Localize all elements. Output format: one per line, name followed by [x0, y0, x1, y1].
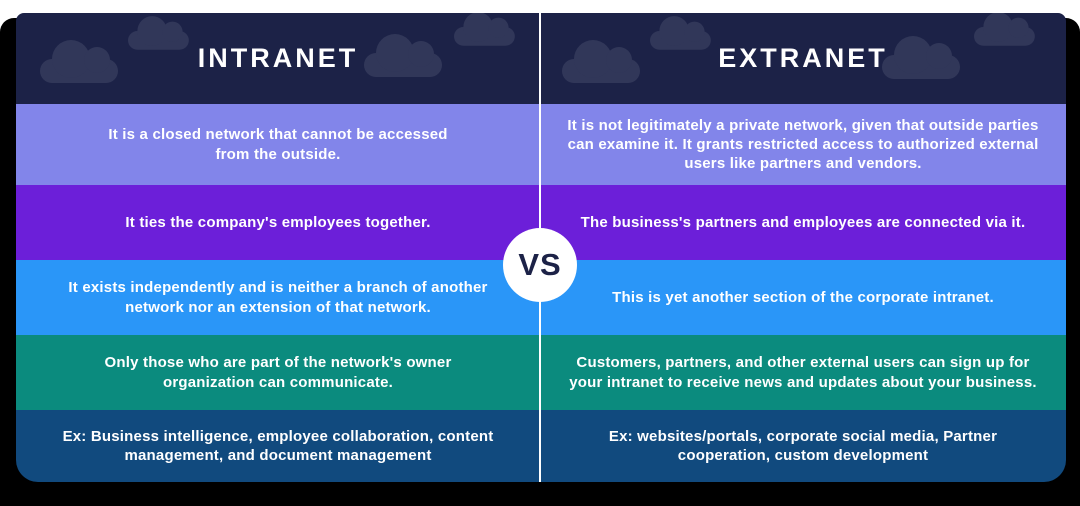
extranet-point: Customers, partners, and other external …: [569, 354, 1037, 391]
extranet-header-cell: EXTRANET: [540, 13, 1066, 104]
intranet-cell: Ex: Business intelligence, employee coll…: [16, 410, 540, 482]
comparison-row-closed-network: It is a closed network that cannot be ac…: [16, 104, 1066, 185]
comparison-row-connectivity: It ties the company's employees together…: [16, 185, 1066, 260]
intranet-cell: It exists independently and is neither a…: [16, 260, 540, 335]
extranet-cell: The business's partners and employees ar…: [540, 185, 1066, 260]
intranet-point: Only those who are part of the network's…: [104, 354, 452, 391]
intranet-point: It ties the company's employees together…: [125, 213, 431, 231]
extranet-cell: Ex: websites/portals, corporate social m…: [540, 410, 1066, 482]
extranet-point: This is yet another section of the corpo…: [612, 288, 994, 306]
intranet-cell: It ties the company's employees together…: [16, 185, 540, 260]
cloud-icon: [40, 40, 118, 83]
intranet-title: INTRANET: [197, 43, 359, 73]
intranet-cell: Only those who are part of the network's…: [16, 335, 540, 410]
extranet-cell: It is not legitimately a private network…: [540, 104, 1066, 185]
cloud-icon: [562, 40, 640, 83]
comparison-row-examples: Ex: Business intelligence, employee coll…: [16, 410, 1066, 482]
intranet-point: Ex: Business intelligence, employee coll…: [62, 427, 494, 464]
extranet-title: EXTRANET: [718, 43, 888, 73]
comparison-row-users: Only those who are part of the network's…: [16, 335, 1066, 410]
vs-badge: VS: [503, 228, 577, 302]
extranet-point: It is not legitimately a private network…: [567, 116, 1039, 173]
intranet-point: It is a closed network that cannot be ac…: [108, 126, 448, 163]
intranet-cell: It is a closed network that cannot be ac…: [16, 104, 540, 185]
vs-label: VS: [518, 247, 562, 282]
extranet-point: Ex: websites/portals, corporate social m…: [608, 427, 998, 464]
cloud-icon: [128, 16, 189, 50]
cloud-icon: [882, 36, 960, 79]
intranet-point: It exists independently and is neither a…: [68, 279, 488, 316]
header-band: INTRANET EXTRANET: [16, 13, 1066, 104]
cloud-icon: [974, 13, 1035, 46]
cloud-icon: [650, 16, 711, 50]
extranet-cell: This is yet another section of the corpo…: [540, 260, 1066, 335]
comparison-card: INTRANET EXTRANET It is a closed network…: [16, 13, 1066, 482]
cloud-icon: [364, 34, 442, 77]
extranet-point: The business's partners and employees ar…: [580, 213, 1026, 231]
extranet-cell: Customers, partners, and other external …: [540, 335, 1066, 410]
intranet-header-cell: INTRANET: [16, 13, 540, 104]
cloud-icon: [454, 13, 515, 46]
